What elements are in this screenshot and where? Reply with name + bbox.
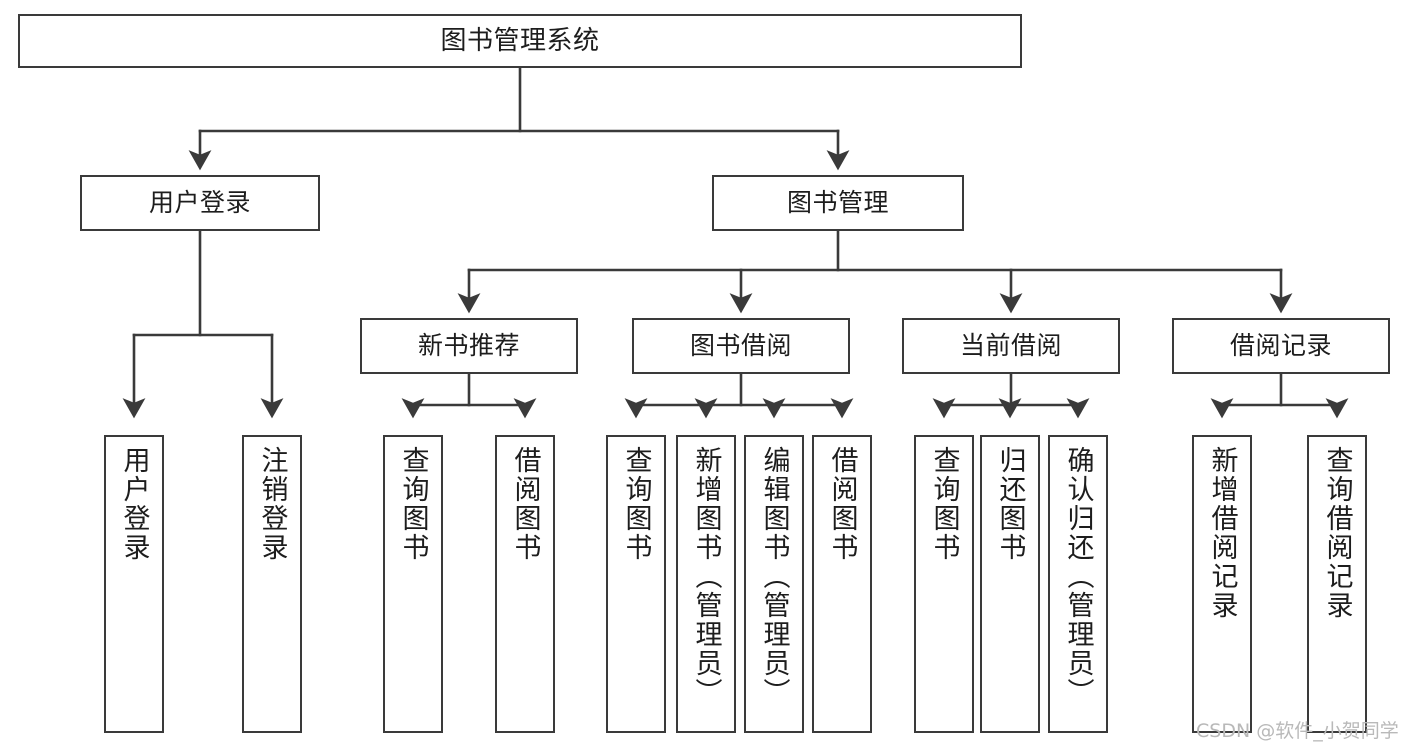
leaf-user-login-logout[interactable]: 注销登录 [242, 435, 302, 733]
node-label: 借阅图书 [826, 446, 858, 562]
node-label: 图书管理 [786, 188, 889, 218]
leaf-borrow-add-book-admin[interactable]: 新增图书（管理员） [676, 435, 736, 733]
node-borrow-record[interactable]: 借阅记录 [1172, 318, 1390, 374]
leaf-record-add-record[interactable]: 新增借阅记录 [1192, 435, 1252, 733]
node-label: 查询图书 [928, 446, 960, 562]
node-new-book-recommend[interactable]: 新书推荐 [360, 318, 578, 374]
leaf-current-confirm-return-admin[interactable]: 确认归还（管理员） [1048, 435, 1108, 733]
node-label: 用户登录 [118, 446, 150, 562]
node-label: 确认归还（管理员） [1062, 446, 1094, 707]
node-label: 归还图书 [994, 446, 1026, 562]
leaf-borrow-query-book[interactable]: 查询图书 [606, 435, 666, 733]
node-root-library-system[interactable]: 图书管理系统 [18, 14, 1022, 68]
node-user-login[interactable]: 用户登录 [80, 175, 320, 231]
node-label: 注销登录 [256, 446, 288, 562]
node-label: 用户登录 [148, 188, 251, 218]
node-current-borrow[interactable]: 当前借阅 [902, 318, 1120, 374]
node-label: 新增借阅记录 [1206, 446, 1238, 620]
node-label: 图书借阅 [689, 331, 792, 361]
node-label: 借阅图书 [509, 446, 541, 562]
leaf-borrow-edit-book-admin[interactable]: 编辑图书（管理员） [744, 435, 804, 733]
node-label: 查询图书 [397, 446, 429, 562]
node-label: 当前借阅 [959, 331, 1062, 361]
leaf-record-query-record[interactable]: 查询借阅记录 [1307, 435, 1367, 733]
leaf-current-return-book[interactable]: 归还图书 [980, 435, 1040, 733]
csdn-watermark: CSDN @软件_小贺同学 [1196, 720, 1399, 742]
node-label: 新书推荐 [417, 331, 520, 361]
node-label: 新增图书（管理员） [690, 446, 722, 707]
leaf-user-login-login[interactable]: 用户登录 [104, 435, 164, 733]
node-book-management[interactable]: 图书管理 [712, 175, 964, 231]
node-label: 图书管理系统 [440, 25, 600, 56]
node-label: 查询图书 [620, 446, 652, 562]
leaf-new-book-borrow[interactable]: 借阅图书 [495, 435, 555, 733]
node-book-borrow[interactable]: 图书借阅 [632, 318, 850, 374]
node-label: 借阅记录 [1229, 331, 1332, 361]
leaf-borrow-borrow-book[interactable]: 借阅图书 [812, 435, 872, 733]
node-label: 查询借阅记录 [1321, 446, 1353, 620]
leaf-current-query-book[interactable]: 查询图书 [914, 435, 974, 733]
node-label: 编辑图书（管理员） [758, 446, 790, 707]
leaf-new-book-query[interactable]: 查询图书 [383, 435, 443, 733]
